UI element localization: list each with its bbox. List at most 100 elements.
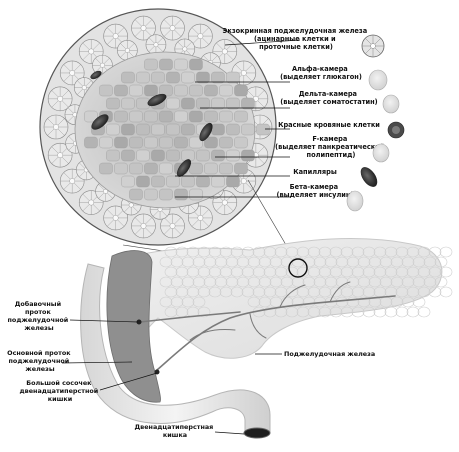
label-capillaries: Капилляры bbox=[293, 168, 337, 176]
pancreas-lobule bbox=[159, 296, 173, 308]
islet-cell bbox=[114, 162, 128, 175]
islet-cell bbox=[114, 84, 128, 97]
acinar-cell bbox=[131, 15, 156, 41]
pancreas-lobules bbox=[159, 246, 453, 318]
pancreas-lobule bbox=[362, 306, 376, 318]
pancreas-lobule bbox=[186, 266, 200, 278]
label-alpha-cell: Альфа-камера (выделяет глюкагон) bbox=[280, 65, 362, 81]
pancreas-lobule bbox=[230, 246, 244, 258]
islet-cell bbox=[144, 136, 158, 149]
islet-cell bbox=[106, 123, 120, 136]
pancreas-lobule bbox=[285, 286, 299, 298]
pancreas-lobule bbox=[247, 296, 261, 308]
islet-cell bbox=[121, 71, 135, 84]
pancreas-lobule bbox=[175, 266, 189, 278]
label-accessory-duct: Добавочный проток поджелудочной железы bbox=[8, 300, 71, 332]
islet-cell bbox=[204, 110, 218, 123]
islet-cell bbox=[136, 71, 150, 84]
pancreas-lobule bbox=[175, 246, 189, 258]
pancreas-lobule bbox=[340, 286, 354, 298]
pancreas-lobule bbox=[263, 286, 277, 298]
pancreas-lobule bbox=[296, 246, 310, 258]
islet-cell bbox=[144, 110, 158, 123]
pancreas-lobule bbox=[170, 276, 184, 288]
acinar-cell bbox=[188, 23, 213, 49]
pancreas-lobule bbox=[390, 256, 404, 268]
pancreas-lobule bbox=[395, 246, 409, 258]
cell-type-icons bbox=[346, 34, 405, 212]
islet-cell bbox=[181, 71, 195, 84]
pancreas-lobule bbox=[214, 276, 228, 288]
islet-cell bbox=[189, 110, 203, 123]
islet-cell bbox=[241, 149, 255, 162]
pancreas-lobule bbox=[164, 266, 178, 278]
islet-cell bbox=[151, 71, 165, 84]
islet-cell bbox=[166, 123, 180, 136]
pancreas-lobule bbox=[368, 256, 382, 268]
capillary-icon bbox=[360, 167, 378, 187]
pancreas-lobule bbox=[428, 266, 442, 278]
pancreas-lobule bbox=[247, 256, 261, 268]
pancreas-lobule bbox=[280, 276, 294, 288]
islet-cell bbox=[204, 84, 218, 97]
pancreas-lobule bbox=[395, 286, 409, 298]
islet-cell bbox=[114, 136, 128, 149]
islet-cell bbox=[136, 149, 150, 162]
pancreas-lobule bbox=[357, 276, 371, 288]
islet-cell bbox=[129, 84, 143, 97]
islet-cell bbox=[166, 97, 180, 110]
acinar-cell bbox=[117, 40, 138, 61]
pancreas-lobule bbox=[324, 256, 338, 268]
pancreas-lobule bbox=[164, 246, 178, 258]
islet-cell bbox=[219, 162, 233, 175]
islet-cell bbox=[159, 162, 173, 175]
pancreas-lobule bbox=[302, 296, 316, 308]
islet-cell bbox=[159, 110, 173, 123]
pancreas-lobule bbox=[269, 256, 283, 268]
pancreas-lobule bbox=[192, 296, 206, 308]
pancreatic-head-duct-region bbox=[106, 250, 161, 403]
pancreas-lobule bbox=[208, 266, 222, 278]
islet-cell bbox=[144, 58, 158, 71]
pancreas-lobule bbox=[318, 246, 332, 258]
pancreas-lobule bbox=[346, 276, 360, 288]
pancreas-lobule bbox=[340, 266, 354, 278]
pancreas-lobule bbox=[357, 296, 371, 308]
red-blood-cell-center bbox=[392, 126, 400, 134]
islet-cell bbox=[204, 162, 218, 175]
islet-cell bbox=[211, 71, 225, 84]
pancreas-lobule bbox=[208, 246, 222, 258]
islet-cell bbox=[204, 136, 218, 149]
pancreas-lobule bbox=[439, 286, 453, 298]
pancreas-lobule bbox=[313, 256, 327, 268]
pancreas-lobule bbox=[192, 276, 206, 288]
label-duodenum: Двенадцатиперстная кишка bbox=[134, 423, 215, 439]
pancreas-lobule bbox=[164, 286, 178, 298]
pancreas-lobule bbox=[203, 256, 217, 268]
pancreas-lobule bbox=[412, 296, 426, 308]
pancreas-lobule bbox=[384, 246, 398, 258]
islet-cell bbox=[174, 84, 188, 97]
acinar-cell bbox=[103, 205, 128, 231]
pancreas-lobule bbox=[258, 276, 272, 288]
islet-cell bbox=[234, 84, 248, 97]
pancreas-lobule bbox=[219, 286, 233, 298]
islet-cell bbox=[144, 188, 158, 201]
pancreas-lobule bbox=[406, 246, 420, 258]
pancreas-lobule bbox=[181, 296, 195, 308]
islet-cell bbox=[174, 136, 188, 149]
pancreas-lobule bbox=[285, 266, 299, 278]
pancreas-lobule bbox=[285, 246, 299, 258]
islet-cell bbox=[166, 175, 180, 188]
islet-cell bbox=[226, 123, 240, 136]
pancreas-lobule bbox=[225, 276, 239, 288]
islet-cell bbox=[114, 110, 128, 123]
islet-cell bbox=[84, 136, 98, 149]
pancreas-lobule bbox=[434, 276, 448, 288]
islet-cell bbox=[99, 84, 113, 97]
pancreas-lobule bbox=[373, 246, 387, 258]
pancreas-lobule bbox=[351, 246, 365, 258]
pancreas-lobule bbox=[302, 256, 316, 268]
pancreas-lobule bbox=[417, 266, 431, 278]
pancreas-lobule bbox=[274, 266, 288, 278]
